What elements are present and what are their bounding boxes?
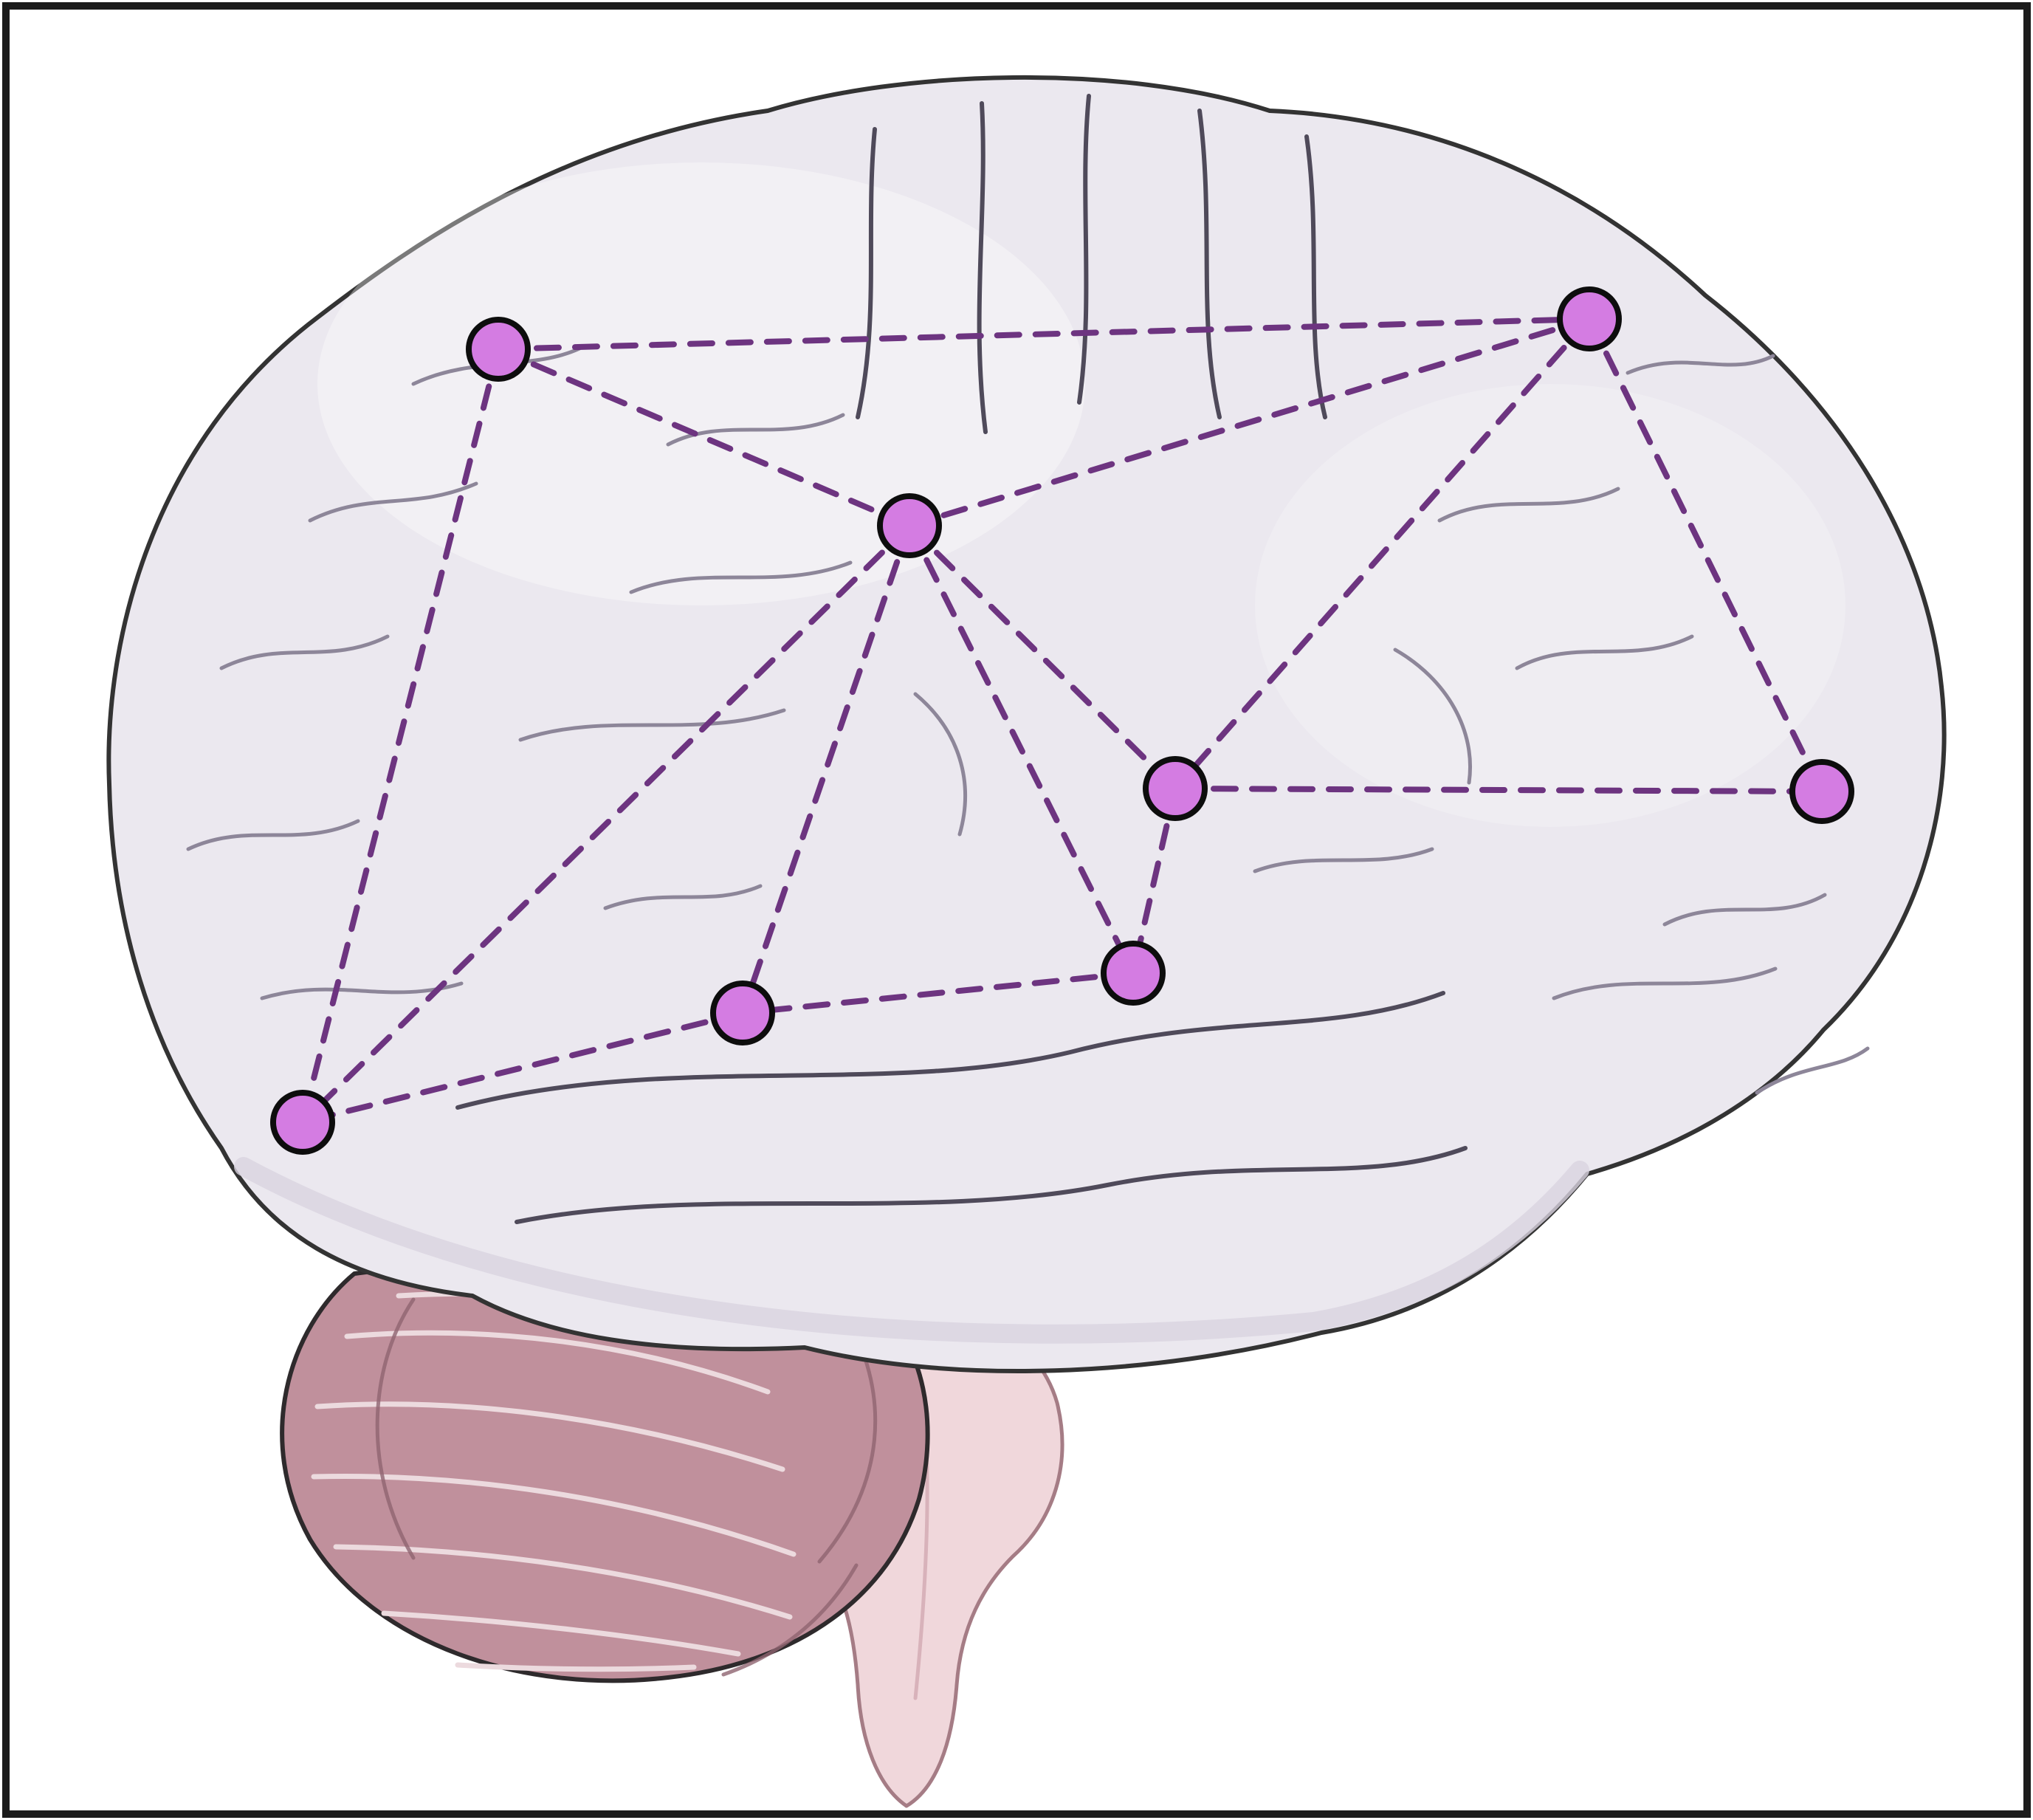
network-node-n8 bbox=[270, 1090, 335, 1155]
cerebrum bbox=[106, 75, 1947, 1373]
network-edge-n7-n8 bbox=[300, 1010, 746, 1125]
network-node-n6 bbox=[1101, 941, 1166, 1006]
network-edge-n3-n7 bbox=[740, 523, 912, 1016]
network-node-n3 bbox=[877, 493, 942, 558]
network-edges bbox=[300, 316, 1825, 1125]
cerebrum-highlight bbox=[317, 162, 1085, 605]
network-edge-n6-n7 bbox=[740, 970, 1136, 1016]
network-node-n4 bbox=[1143, 756, 1208, 821]
network-edge-n3-n8 bbox=[300, 523, 912, 1125]
network-node-n2 bbox=[1557, 286, 1622, 351]
cerebrum-highlight-right bbox=[1255, 384, 1845, 827]
cerebrum-shape bbox=[106, 75, 1947, 1373]
network-edge-n2-n4 bbox=[1172, 316, 1592, 791]
network-edge-n1-n3 bbox=[495, 346, 912, 529]
network-edge-n2-n3 bbox=[907, 316, 1592, 529]
network-nodes bbox=[270, 286, 1854, 1155]
network-node-n5 bbox=[1789, 759, 1854, 824]
network-node-n7 bbox=[710, 981, 775, 1045]
network-edge-n4-n5 bbox=[1172, 786, 1825, 794]
sulci-dark-lines bbox=[455, 94, 1468, 1224]
network-edge-n3-n6 bbox=[907, 523, 1136, 976]
network-edge-n2-n5 bbox=[1586, 316, 1825, 794]
network-edge-n1-n2 bbox=[495, 316, 1592, 352]
network-node-n1 bbox=[466, 317, 531, 382]
network-edge-n3-n4 bbox=[907, 523, 1178, 791]
cerebrum-lower-shading-band bbox=[234, 1157, 1589, 1344]
network-edge-n1-n8 bbox=[300, 346, 501, 1125]
